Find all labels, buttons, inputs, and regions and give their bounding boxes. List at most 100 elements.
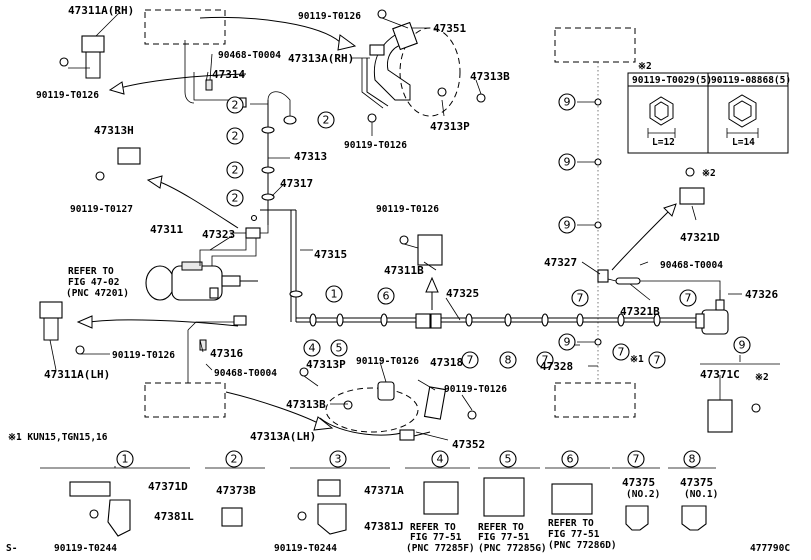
legend-length-2: L=14 [732, 137, 755, 148]
arrow-to-bracket-47321D [611, 211, 669, 271]
refer-77285G-line-2: FIG 77-51 [478, 532, 530, 543]
refer-line-3: (PNC 47201) [66, 288, 129, 299]
callout-7: 7 [679, 289, 697, 307]
footnote: ※1 KUN15,TGN15,16 [8, 432, 108, 443]
corner-code-left: S- [6, 543, 17, 554]
legend-col1-part: 90119-T0029(5) [632, 75, 712, 86]
brake-disc-lh [299, 367, 477, 441]
clamp-47371A [317, 479, 341, 497]
arrow-to-bracket-lh [89, 319, 239, 327]
label-47375: 47375 [622, 476, 655, 489]
refer-77285F-line-3: (PNC 77285F) [406, 543, 475, 554]
vertical-tube-47313 [250, 91, 297, 225]
parts-row: 1 2 3 4 5 6 7 8 [40, 450, 716, 537]
callout-8: 8 [683, 450, 701, 468]
label-no2: (NO.2) [626, 489, 660, 500]
refer-77286D-line-2: FIG 77-51 [548, 529, 600, 540]
label-47313A-LH: 47313A(LH) [250, 430, 316, 443]
callout-5: 5 [499, 450, 517, 468]
clamp-47371D [69, 481, 111, 497]
refer-77286D-line-3: (PNC 77286D) [548, 540, 617, 551]
callout-7: 7 [648, 351, 666, 369]
svg-text:1: 1 [331, 288, 338, 301]
clamp-47371C [707, 399, 761, 433]
callout-3: 3 [329, 450, 347, 468]
svg-text:9: 9 [564, 219, 571, 232]
svg-text:2: 2 [323, 114, 330, 127]
label-47371C: 47371C [700, 368, 740, 381]
label-90468-T0004: 90468-T0004 [214, 368, 277, 379]
callout-9: 9 [558, 216, 576, 234]
bracket-47311A-LH [39, 301, 85, 355]
label-47313H: 47313H [94, 124, 134, 137]
clamp-77285F [423, 481, 459, 515]
svg-text:9: 9 [564, 156, 571, 169]
brake-disc-rh [361, 9, 486, 123]
svg-text:8: 8 [689, 453, 696, 466]
label-47313: 47313 [294, 150, 327, 163]
svg-text:5: 5 [505, 453, 512, 466]
label-90468-T0004: 90468-T0004 [660, 260, 723, 271]
label-90119-T0126: 90119-T0126 [344, 140, 407, 151]
label-90119-T0127: 90119-T0127 [70, 204, 133, 215]
legend-star-note: ※2 [638, 61, 652, 72]
refer-line-1: REFER TO [68, 266, 114, 277]
callout-2: 2 [225, 450, 243, 468]
label-47311: 47311 [150, 223, 183, 236]
svg-text:2: 2 [232, 130, 239, 143]
svg-text:5: 5 [336, 342, 343, 355]
label-90119-T0244: 90119-T0244 [274, 543, 337, 554]
callout-9: 9 [558, 93, 576, 111]
note-star-2: ※2 [755, 372, 769, 383]
bolt-legend-table: ※2 90119-T0029(5) 90119-08868(5) L=12 L=… [627, 61, 791, 154]
clip-47375-no1 [681, 505, 707, 531]
label-no1: (NO.1) [684, 489, 718, 500]
callout-9: 9 [558, 333, 576, 351]
callout-1: 1 [116, 450, 134, 468]
label-47373B: 47373B [216, 484, 256, 497]
dashed-reference-box [144, 382, 226, 418]
legend-length-1: L=12 [652, 137, 675, 148]
clip-47311B [399, 234, 443, 266]
label-47381L: 47381L [154, 510, 194, 523]
callout-7: 7 [612, 343, 630, 361]
refer-77286D-line-1: REFER TO [548, 518, 594, 529]
arrow-to-caliper-rh [199, 17, 341, 43]
label-47315: 47315 [314, 248, 347, 261]
svg-text:7: 7 [618, 346, 625, 359]
callout-1: 1 [325, 285, 343, 303]
label-90119-T0244: 90119-T0244 [54, 543, 117, 554]
svg-text:4: 4 [437, 453, 444, 466]
label-47326: 47326 [745, 288, 778, 301]
bracket-47381L [107, 499, 131, 537]
label-47311B: 47311B [384, 264, 424, 277]
svg-text:3: 3 [335, 453, 342, 466]
callout-6: 6 [377, 287, 395, 305]
label-47311A-LH: 47311A(LH) [44, 368, 110, 381]
master-cylinder-47311 [145, 238, 258, 301]
svg-text:6: 6 [567, 453, 574, 466]
label-90468-T0004: 90468-T0004 [218, 50, 281, 61]
callout-2: 2 [226, 96, 244, 114]
label-90119-T0126: 90119-T0126 [36, 90, 99, 101]
callout-4: 4 [431, 450, 449, 468]
svg-text:1: 1 [122, 453, 129, 466]
label-47313B: 47313B [470, 70, 510, 83]
svg-text:7: 7 [685, 292, 692, 305]
label-47313A-RH: 47313A(RH) [288, 52, 354, 65]
refer-77285F-line-2: FIG 77-51 [410, 532, 462, 543]
label-47316: 47316 [210, 347, 243, 360]
refer-77285G-line-1: REFER TO [478, 522, 524, 533]
svg-text:2: 2 [232, 164, 239, 177]
arrow-to-caliper-lh [225, 391, 321, 425]
svg-text:7: 7 [654, 354, 661, 367]
dashed-reference-box [144, 9, 226, 45]
refer-77285F-line-1: REFER TO [410, 522, 456, 533]
clip-47373B [221, 507, 243, 527]
label-90119-T0126: 90119-T0126 [298, 11, 361, 22]
callout-5: 5 [330, 339, 348, 357]
label-90119-T0126: 90119-T0126 [356, 356, 419, 367]
callout-9: 9 [558, 153, 576, 171]
callout-2: 2 [226, 189, 244, 207]
main-brake-tube [260, 209, 700, 329]
